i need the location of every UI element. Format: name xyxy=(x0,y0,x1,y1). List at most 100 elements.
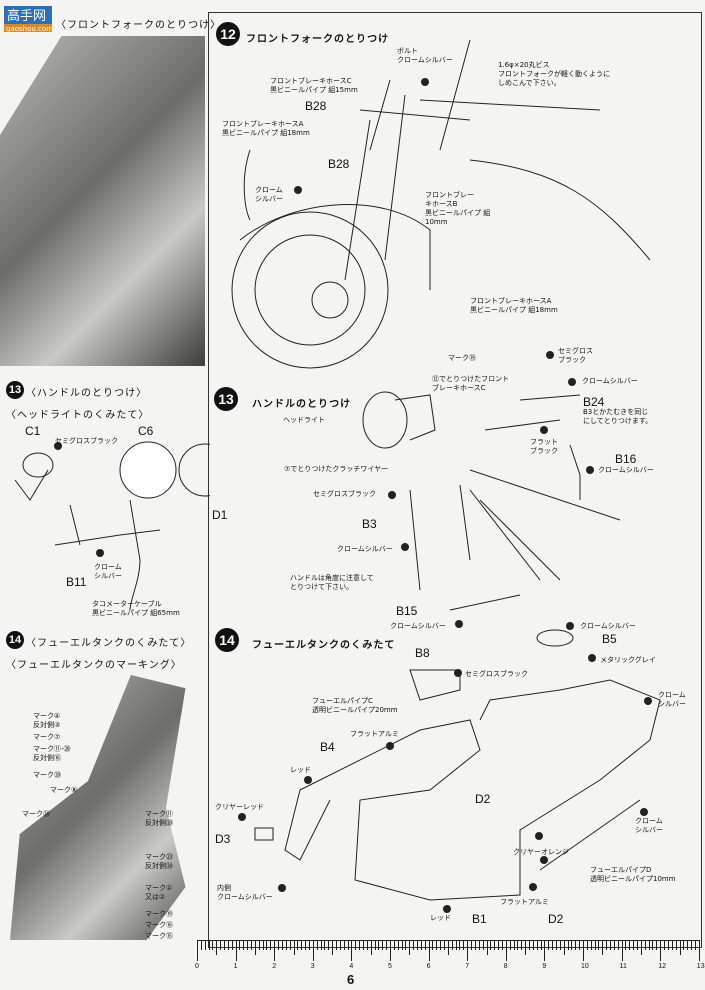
part-c6: C6 xyxy=(138,424,154,438)
screw-note: 1.6φ×20丸ビス フロントフォークが軽く動くように しめこんで下さい。 xyxy=(498,61,610,87)
ruler-tick xyxy=(393,941,395,950)
step-14-number: 14 xyxy=(6,631,24,649)
ruler-tick xyxy=(362,941,364,950)
ruler-label: 13 xyxy=(696,963,705,970)
headlight-assembly-drawing xyxy=(14,441,210,611)
paint-semigloss-black: セミグロスブラック xyxy=(465,670,528,678)
ruler-tick xyxy=(679,941,681,955)
ruler-tick xyxy=(382,941,384,950)
mark-label: マーク① 又は② xyxy=(145,884,173,901)
ruler-tick xyxy=(505,941,507,961)
ruler-tick xyxy=(208,941,210,950)
ruler-label: 0 xyxy=(195,963,199,970)
fuel-pipe-c-label: フューエルパイプC 透明ビニールパイプ20mm xyxy=(312,697,398,714)
ruler-tick xyxy=(583,941,584,961)
ruler-tick xyxy=(532,941,534,950)
paint-chrome-silver: クロームシルバー xyxy=(582,377,638,385)
ruler-tick xyxy=(598,941,600,950)
ruler-tick xyxy=(308,941,310,950)
paint-chrome-silver: クローム シルバー xyxy=(255,186,283,203)
bolt-label: ボルト クロームシルバー xyxy=(397,47,453,64)
clutch-wire-note: ⑦でとりつけたクラッチワイヤー xyxy=(284,465,389,473)
brake-hose-a-label: フロントブレーキホースA 黒ビニールパイプ 組18mm xyxy=(470,297,558,314)
ruler-tick xyxy=(567,941,569,950)
mark-label: マーク⑦ xyxy=(33,733,61,741)
ruler-tick xyxy=(513,941,515,950)
step-14-left-title: 〈フューエルタンクのくみたて〉 xyxy=(26,638,192,649)
ruler-tick xyxy=(459,941,461,950)
step-13-left-title: 〈ハンドルのとりつけ〉 xyxy=(26,388,148,399)
ruler-tick xyxy=(544,941,546,961)
ruler-tick xyxy=(486,941,488,955)
part-b28: B28 xyxy=(328,157,350,171)
step-14-title: フューエルタンクのくみたて xyxy=(252,640,396,651)
ruler-tick xyxy=(656,941,658,950)
ruler-tick xyxy=(629,941,631,950)
ruler-tick xyxy=(606,941,608,950)
paint-chrome-silver-inner: 内側 クロームシルバー xyxy=(217,884,273,901)
ruler-tick xyxy=(517,941,519,950)
mark-label: マーク㉓ 反対側㉔ xyxy=(145,853,173,870)
ruler-tick xyxy=(548,941,550,950)
part-d3: D3 xyxy=(215,832,231,846)
ruler-tick xyxy=(467,941,469,961)
ruler-tick xyxy=(451,941,453,950)
part-b15: B15 xyxy=(396,604,418,618)
headlight-label: ヘッドライト xyxy=(283,416,325,424)
page-number: 6 xyxy=(347,972,355,987)
mark-label: マーク⑪ 反対側⑳ xyxy=(145,810,173,827)
ruler-tick xyxy=(501,941,503,950)
svg-text:高手网: 高手网 xyxy=(7,8,46,24)
ruler-tick xyxy=(231,941,233,950)
paint-red: レッド xyxy=(290,766,311,774)
paint-clear-orange: クリヤーオレンジ xyxy=(513,848,569,856)
part-b1: B1 xyxy=(472,912,487,926)
ruler-tick xyxy=(278,941,280,950)
ruler-tick xyxy=(328,941,330,950)
ruler-tick xyxy=(432,941,434,950)
ruler-tick xyxy=(343,941,345,950)
paint-semigloss-black: セミグロスブラック xyxy=(55,437,118,445)
ruler-tick xyxy=(390,941,391,961)
ruler-tick xyxy=(498,941,500,950)
ruler-tick xyxy=(540,941,542,950)
ruler-tick xyxy=(586,941,588,950)
mark-label: マーク⑲ xyxy=(448,354,476,362)
ruler-tick xyxy=(617,941,619,950)
ruler-tick xyxy=(436,941,438,950)
ruler-tick xyxy=(509,941,511,950)
ruler-tick xyxy=(575,941,577,950)
ruler-tick xyxy=(220,941,222,950)
part-b5: B5 xyxy=(602,632,617,646)
mark-label: マーク⑪-⑳ 反対側⑯ xyxy=(33,745,71,762)
ruler-tick xyxy=(374,941,376,950)
ruler-tick xyxy=(602,941,604,955)
marking-subtitle: 〈フューエルタンクのマーキング〉 xyxy=(6,660,182,671)
ruler-tick xyxy=(590,941,592,950)
ruler-tick xyxy=(444,941,446,950)
ruler-tick xyxy=(671,941,673,950)
ruler-tick xyxy=(664,941,666,950)
ruler-label: 8 xyxy=(503,963,508,970)
ruler-tick xyxy=(262,941,264,950)
ruler-tick xyxy=(397,941,399,950)
ruler-tick xyxy=(332,941,334,955)
instruction-panel xyxy=(208,12,702,948)
brake-hose-c-label: フロントブレーキホースC 黒ビニールパイプ 組15mm xyxy=(270,77,358,94)
ruler-tick xyxy=(366,941,368,950)
ruler-tick xyxy=(247,941,249,950)
ruler-tick xyxy=(471,941,473,950)
part-b8: B8 xyxy=(415,646,430,660)
ruler-label: 1 xyxy=(233,963,238,970)
ruler-tick xyxy=(239,941,241,950)
ruler-tick xyxy=(243,941,245,950)
ruler-tick xyxy=(424,941,426,950)
paint-chrome-silver: クローム シルバー xyxy=(658,691,686,708)
b24-note: B3とかたむきを同じ にしてとりつけます。 xyxy=(583,408,653,425)
ruler-tick xyxy=(613,941,615,950)
part-b24: B24 xyxy=(583,395,605,409)
mark-label: マーク④ 反対側③ xyxy=(33,712,61,729)
ruler-tick xyxy=(339,941,341,950)
step-13-number: 13 xyxy=(214,387,238,411)
